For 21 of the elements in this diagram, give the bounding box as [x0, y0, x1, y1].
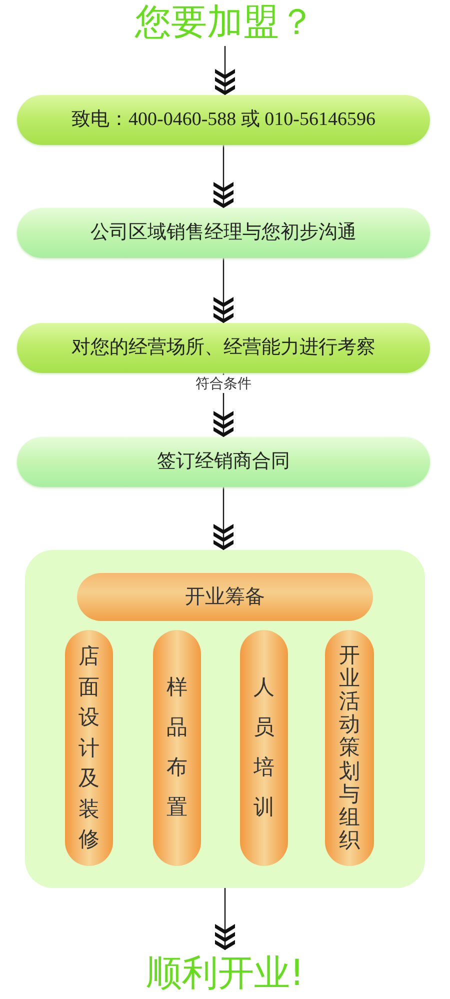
step-text: 公司区域销售经理与您初步沟通 [90, 220, 356, 245]
group-panel [25, 550, 425, 888]
pillar [240, 630, 288, 866]
pillar-text: 人员培训 [254, 674, 274, 821]
heading-text: 您要加盟？ [135, 5, 315, 41]
step-text: 对您的经营场所、经营能力进行考察 [72, 336, 376, 360]
step-pill [17, 95, 430, 145]
step-pill [17, 437, 430, 487]
step-text: 致电：400-0460-588 或 010-56146596 [72, 108, 376, 132]
step-pill [17, 323, 430, 373]
pillar [65, 630, 113, 866]
pillar-text: 样品布置 [166, 674, 188, 821]
bar-text: 开业筹备 [185, 585, 265, 610]
pillar [153, 630, 201, 866]
pillar [325, 630, 374, 866]
step-text: 签订经销商合同 [157, 450, 290, 474]
pillar-text: 店面设计及装修 [78, 643, 100, 854]
header-bar [77, 573, 373, 621]
step-pill [17, 208, 430, 258]
heading-text: 顺利开业! [146, 956, 304, 992]
pillar-text: 开业活动策划与组织 [339, 644, 360, 852]
